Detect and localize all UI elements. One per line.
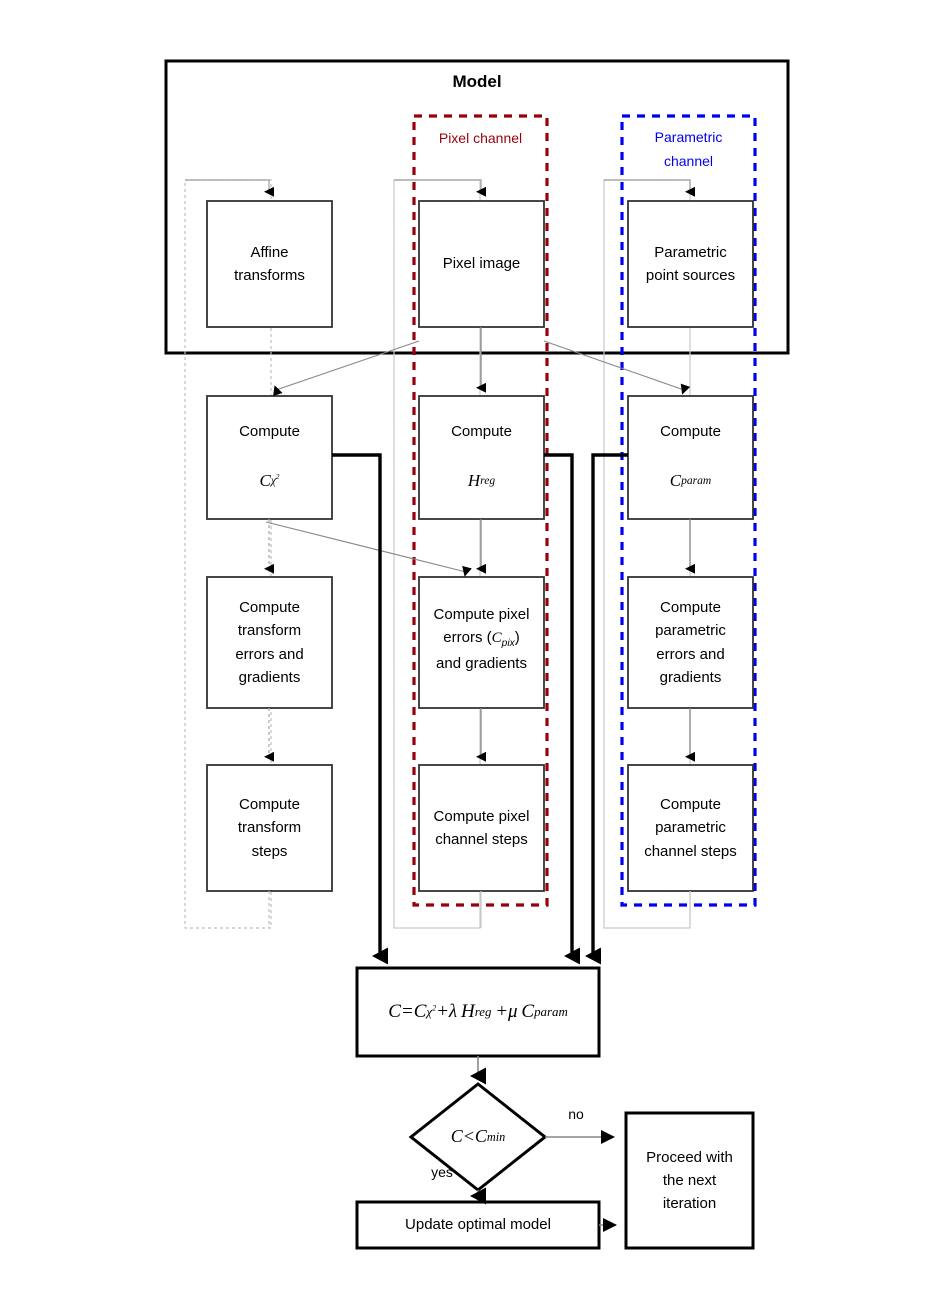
node-compute-cparam[interactable] bbox=[627, 395, 754, 520]
label-update-optimal-model: Update optimal model bbox=[405, 1216, 551, 1234]
label-compute-cparam: Compute bbox=[660, 423, 721, 441]
edge-cchi2-to-cost bbox=[332, 453, 388, 965]
label-affine-transforms: Affine transforms bbox=[234, 243, 305, 284]
label-branch-yes: yes bbox=[431, 1164, 453, 1181]
label-proceed-next-iteration: Proceed with the next iteration bbox=[646, 1148, 733, 1213]
node-compute-pixel-steps[interactable] bbox=[418, 764, 545, 892]
node-pixel-image[interactable] bbox=[418, 200, 545, 328]
node-compute-pixel-errors[interactable] bbox=[418, 576, 545, 709]
parametric-channel-frame bbox=[620, 114, 757, 907]
node-update-optimal-model[interactable] bbox=[355, 1200, 601, 1250]
label-compute-parametric-errors: Compute parametric errors and gradients bbox=[655, 599, 726, 686]
loop-arrow-pixel bbox=[394, 179, 486, 197]
label-compute-transform-steps: Compute transform steps bbox=[237, 796, 302, 860]
label-compute-transform-errors: Compute transform errors and gradients bbox=[235, 599, 304, 686]
edge-pixel-image-to-cchi2 bbox=[273, 340, 420, 397]
edge-cchi2-to-pixel-errors bbox=[265, 521, 472, 577]
pixel-channel-frame bbox=[412, 114, 549, 907]
node-compute-parametric-steps[interactable] bbox=[627, 764, 754, 892]
node-compute-transform-errors[interactable] bbox=[206, 576, 333, 709]
label-compute-parametric-steps: Compute parametric channel steps bbox=[644, 796, 737, 860]
edge-pixel-image-to-cparam bbox=[543, 340, 691, 395]
node-parametric-point-sources[interactable] bbox=[627, 200, 754, 328]
parametric-channel-label: Parametric channel bbox=[654, 129, 723, 169]
label-compute-hreg: Compute bbox=[451, 423, 512, 441]
node-proceed-next-iteration[interactable] bbox=[624, 1111, 755, 1250]
node-compute-hreg[interactable] bbox=[418, 395, 545, 520]
label-compute-pixel-steps: Compute pixel channel steps bbox=[433, 807, 530, 848]
model-container bbox=[164, 59, 790, 355]
pixel-channel-label: Pixel channel bbox=[438, 130, 523, 147]
label-compute-cchi2: Compute bbox=[239, 423, 300, 441]
label-parametric-point-sources: Parametric point sources bbox=[645, 243, 736, 284]
edge-hreg-to-cost bbox=[544, 453, 580, 965]
label-pixel-image: Pixel image bbox=[442, 255, 521, 273]
node-affine-transforms[interactable] bbox=[206, 200, 333, 328]
model-title: Model bbox=[452, 71, 502, 91]
loop-arrow-parametric bbox=[604, 179, 695, 197]
node-compute-cchi2[interactable] bbox=[206, 395, 333, 520]
node-compute-transform-steps[interactable] bbox=[206, 764, 333, 892]
label-branch-no: no bbox=[568, 1106, 584, 1123]
edge-cparam-to-cost bbox=[585, 453, 628, 965]
loop-arrow-transform bbox=[185, 179, 274, 197]
node-cost-function[interactable] bbox=[355, 966, 601, 1058]
